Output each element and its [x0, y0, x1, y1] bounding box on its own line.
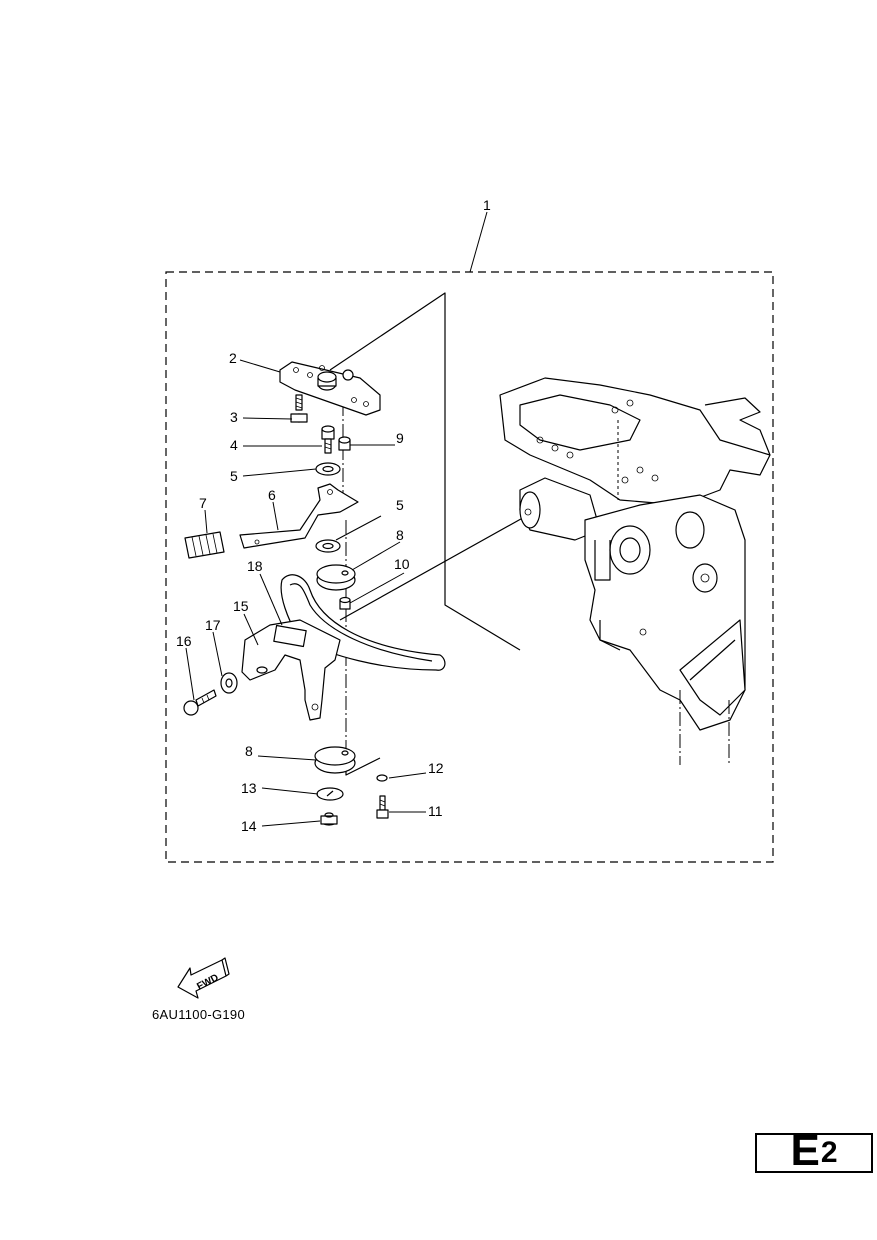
part-bushing-8-lower [314, 746, 356, 774]
part-washer-17 [220, 672, 238, 694]
part-grip-7 [184, 531, 225, 559]
callout-13: 13 [241, 780, 257, 796]
callout-7: 7 [199, 495, 207, 511]
part-bushing-8-upper [316, 564, 356, 591]
part-lever-6 [239, 483, 359, 549]
clamp-bracket-assembly [499, 377, 771, 765]
leader-lines [185, 359, 427, 827]
callout-6: 6 [268, 487, 276, 503]
section-number: 2 [820, 1136, 838, 1169]
callout-5-upper: 5 [230, 468, 238, 484]
callout-4: 4 [230, 437, 238, 453]
part-bolt-16 [183, 689, 217, 716]
callout-11: 11 [428, 803, 443, 819]
part-washer-12 [376, 774, 388, 782]
callout-1: 1 [483, 197, 491, 213]
callout-12: 12 [428, 760, 444, 776]
callout-17: 17 [205, 617, 221, 633]
callout-16: 16 [176, 633, 192, 649]
part-nut-14 [320, 812, 338, 826]
part-steering-plate [279, 361, 381, 416]
assembly-frame [165, 271, 774, 863]
callout-10: 10 [394, 556, 410, 572]
part-nut-9 [338, 436, 351, 451]
part-washer-5-upper [315, 462, 341, 476]
callout-15: 15 [233, 598, 249, 614]
callout-2: 2 [229, 350, 237, 366]
callout-18: 18 [247, 558, 263, 574]
callout-8-upper: 8 [396, 527, 404, 543]
section-letter: E [790, 1126, 820, 1175]
callout-3: 3 [230, 409, 238, 425]
callout-labels: 1 2 3 4 5 6 7 5 8 9 10 18 15 17 16 8 12 … [176, 197, 491, 834]
callout-9: 9 [396, 430, 404, 446]
part-screw-11 [376, 795, 389, 819]
part-nut-10 [339, 596, 351, 610]
section-badge: E 2 [755, 1126, 873, 1175]
drawing-code: 6AU1100-G190 [152, 1007, 245, 1022]
fwd-arrow-icon: FWD [177, 957, 230, 999]
part-washer-5-lower [315, 539, 341, 553]
callout-14: 14 [241, 818, 257, 834]
callout-5-lower: 5 [396, 497, 404, 513]
part-washer-13 [316, 787, 344, 801]
part-bracket-15 [241, 619, 341, 721]
part-collar-4 [321, 425, 335, 454]
callout-8-lower: 8 [245, 743, 253, 759]
part-bolt-3 [290, 394, 308, 423]
construction-lines [329, 292, 529, 776]
